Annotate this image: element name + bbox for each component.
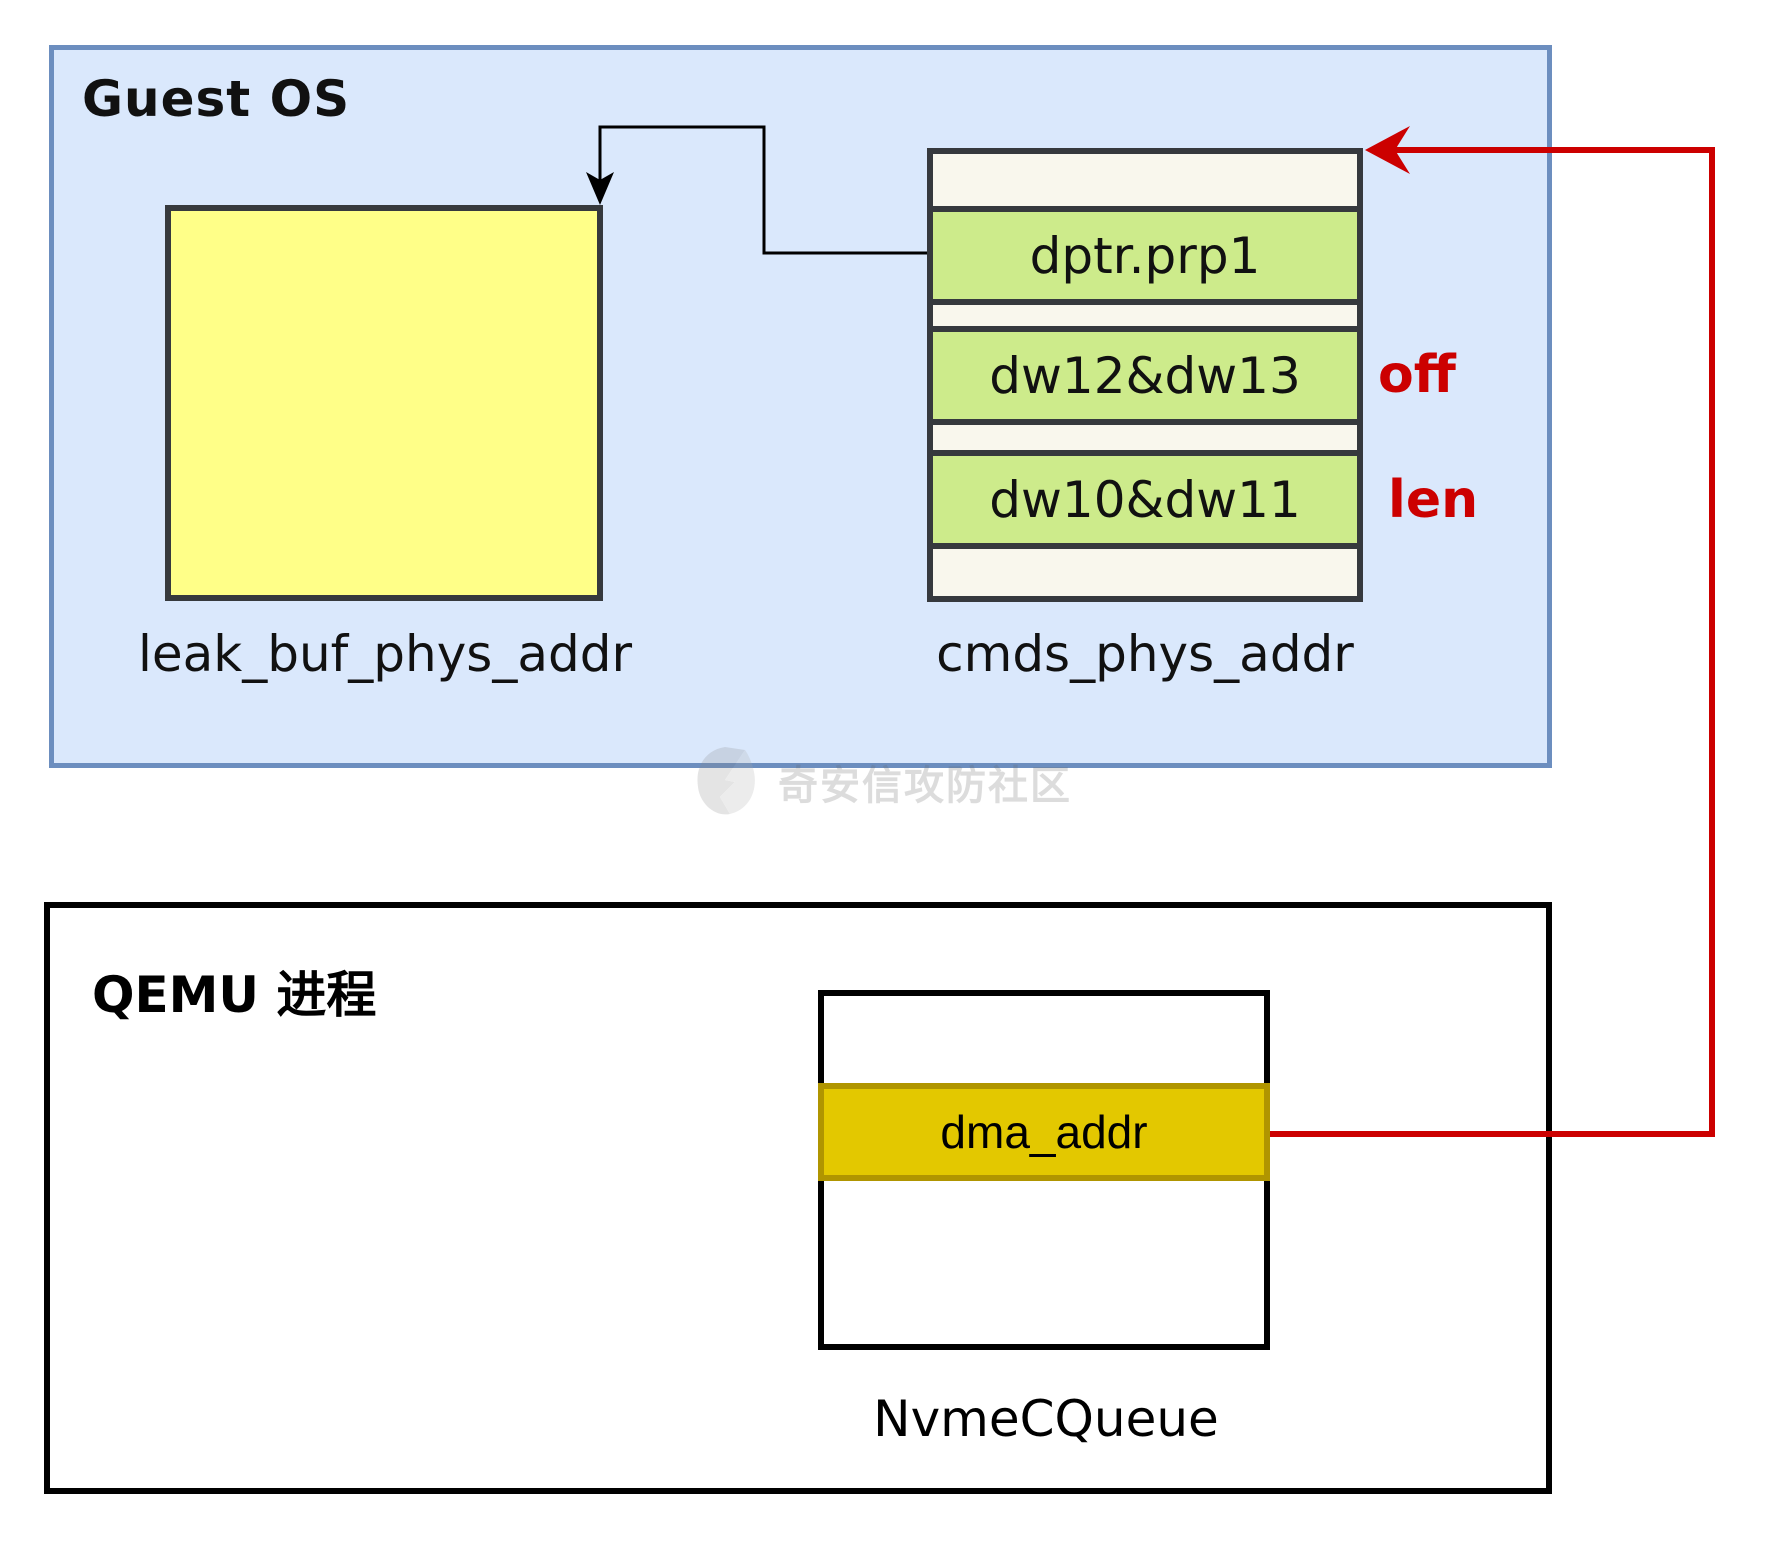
cmd-field-dw12-dw13: dw12&dw13	[927, 326, 1363, 425]
arrowhead-down-icon	[586, 172, 614, 205]
len-annotation: len	[1388, 470, 1479, 530]
nvme-cqueue-label: NvmeCQueue	[873, 1390, 1219, 1448]
off-annotation: off	[1378, 345, 1456, 405]
lightning-bolt-icon	[697, 747, 755, 815]
qemu-process-title: QEMU 进程	[92, 966, 377, 1024]
leak-buffer-block	[165, 205, 603, 601]
watermark: 奇安信攻防社区	[690, 742, 1072, 822]
guest-os-title: Guest OS	[82, 70, 351, 128]
qemu-process-container	[44, 902, 1552, 1494]
prp1-pointer-edge	[598, 125, 927, 255]
cmd-field-dw10-dw11: dw10&dw11	[927, 450, 1363, 549]
arrowhead-left-icon	[1365, 126, 1410, 174]
watermark-text: 奇安信攻防社区	[778, 763, 1072, 809]
leak-buffer-label: leak_buf_phys_addr	[137, 625, 633, 683]
cmd-field-dptr-prp1: dptr.prp1	[927, 206, 1363, 305]
cmds-label: cmds_phys_addr	[936, 625, 1354, 683]
dma-addr-field: dma_addr	[818, 1083, 1270, 1181]
dma-to-cmds-edge	[1270, 147, 1715, 1137]
